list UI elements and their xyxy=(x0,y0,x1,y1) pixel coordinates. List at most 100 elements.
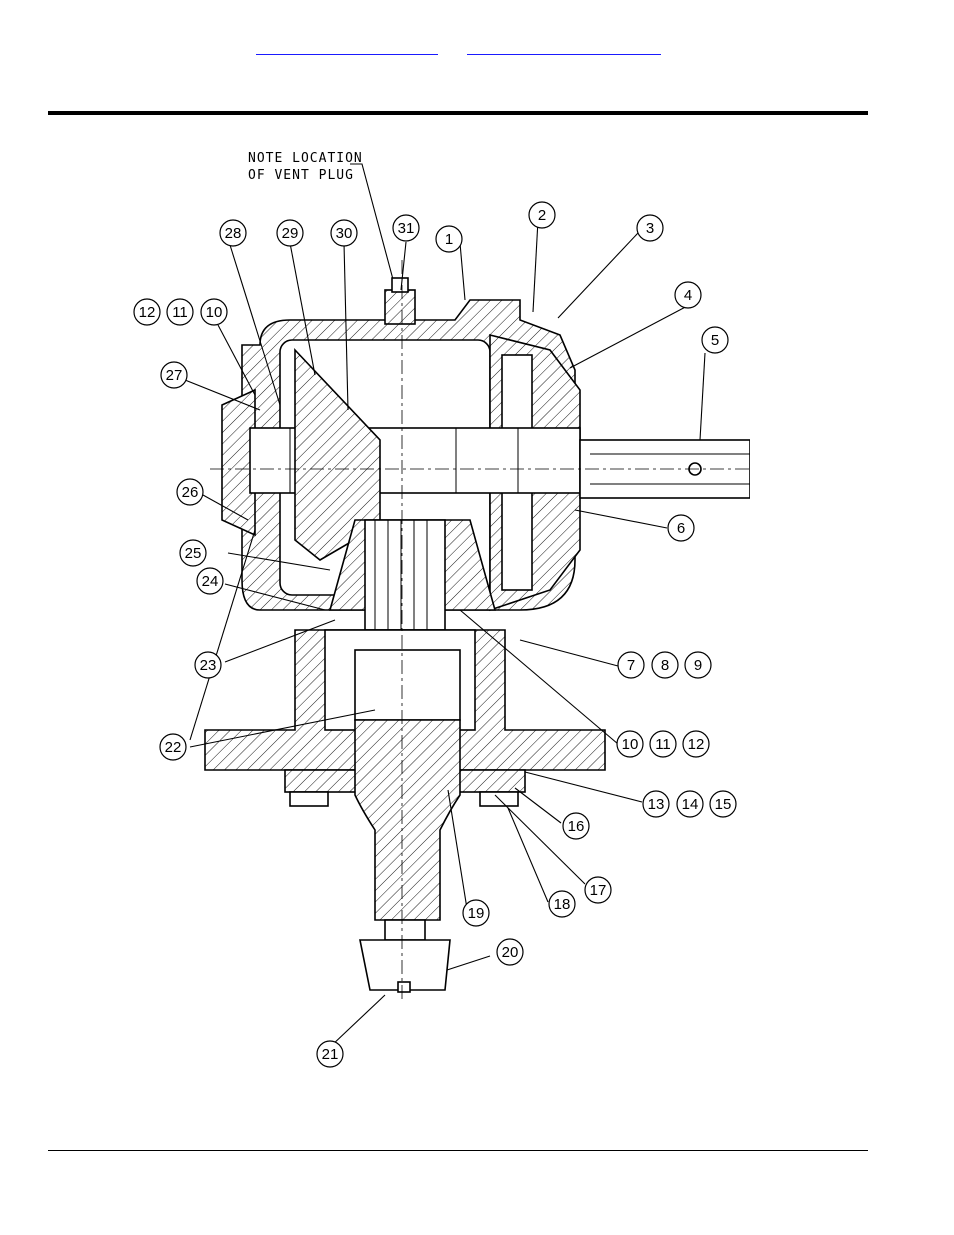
callout-circle xyxy=(667,514,695,542)
callout-3: 3 xyxy=(636,214,664,242)
callout-6: 6 xyxy=(667,514,695,542)
leader-lines xyxy=(179,219,706,1048)
callout-number: 21 xyxy=(322,1046,339,1063)
callout-number: 10 xyxy=(206,304,223,321)
callout-circle xyxy=(684,651,712,679)
callout-11: 11 xyxy=(649,730,677,758)
callout-4: 4 xyxy=(674,281,702,309)
callout-circle xyxy=(219,219,247,247)
gearbox-exploded-diagram: NOTE LOCATION OF VENT PLUG xyxy=(133,151,750,1068)
callout-27: 27 xyxy=(160,361,188,389)
callout-number: 30 xyxy=(336,225,353,242)
callout-10: 10 xyxy=(616,730,644,758)
note-line-2: OF VENT PLUG xyxy=(248,168,354,183)
callout-number: 8 xyxy=(661,657,669,674)
callout-2: 2 xyxy=(528,201,556,229)
callout-22: 22 xyxy=(159,733,187,761)
callout-number: 12 xyxy=(139,304,156,321)
vent-plug xyxy=(384,277,416,325)
header-rule xyxy=(48,111,868,115)
callout-circle xyxy=(674,281,702,309)
callout-circle xyxy=(701,326,729,354)
callout-circle xyxy=(330,219,358,247)
callout-circle xyxy=(462,899,490,927)
callout-circle xyxy=(642,790,670,818)
callout-circle xyxy=(616,730,644,758)
callout-circle xyxy=(435,225,463,253)
nav-link-1[interactable] xyxy=(256,40,438,55)
callout-circle xyxy=(316,1040,344,1068)
callout-15: 15 xyxy=(709,790,737,818)
callout-circle xyxy=(636,214,664,242)
callout-circle xyxy=(649,730,677,758)
callout-12: 12 xyxy=(133,298,161,326)
callout-9: 9 xyxy=(684,651,712,679)
callout-number: 4 xyxy=(684,287,692,304)
callout-26: 26 xyxy=(176,478,204,506)
callout-circle xyxy=(160,361,188,389)
callout-circle xyxy=(548,890,576,918)
note-line-1: NOTE LOCATION xyxy=(248,151,363,166)
callout-8: 8 xyxy=(651,651,679,679)
callout-number: 31 xyxy=(398,220,415,237)
callout-circle xyxy=(196,567,224,595)
callout-5: 5 xyxy=(701,326,729,354)
callout-30: 30 xyxy=(330,219,358,247)
bevel-gears xyxy=(294,347,497,631)
callout-13: 13 xyxy=(642,790,670,818)
callout-circle xyxy=(528,201,556,229)
callout-23: 23 xyxy=(194,651,222,679)
callout-1: 1 xyxy=(435,225,463,253)
callout-31: 31 xyxy=(392,214,420,242)
callout-circle xyxy=(194,651,222,679)
callout-circle xyxy=(676,790,704,818)
callout-14: 14 xyxy=(676,790,704,818)
callout-17: 17 xyxy=(584,876,612,904)
callout-21: 21 xyxy=(316,1040,344,1068)
callout-number: 18 xyxy=(554,896,571,913)
callout-25: 25 xyxy=(179,539,207,567)
callout-number: 27 xyxy=(166,367,183,384)
callout-number: 23 xyxy=(200,657,217,674)
callout-circle xyxy=(176,478,204,506)
callout-number: 11 xyxy=(172,304,188,321)
callout-number: 20 xyxy=(502,944,519,961)
callout-20: 20 xyxy=(496,938,524,966)
callout-circle xyxy=(179,539,207,567)
output-shaft xyxy=(354,649,461,993)
callout-10: 10 xyxy=(200,298,228,326)
callout-18: 18 xyxy=(548,890,576,918)
callout-circle xyxy=(496,938,524,966)
callout-number: 24 xyxy=(202,573,219,590)
callout-24: 24 xyxy=(196,567,224,595)
callout-number: 14 xyxy=(682,796,699,813)
callout-number: 3 xyxy=(646,220,654,237)
callout-number: 29 xyxy=(282,225,299,242)
callout-12: 12 xyxy=(682,730,710,758)
callout-circle xyxy=(584,876,612,904)
callout-number: 15 xyxy=(715,796,732,813)
callout-circle xyxy=(276,219,304,247)
note-leader xyxy=(350,163,399,299)
callout-number: 26 xyxy=(182,484,199,501)
callout-29: 29 xyxy=(276,219,304,247)
callout-number: 22 xyxy=(165,739,182,756)
callout-19: 19 xyxy=(462,899,490,927)
callout-number: 12 xyxy=(688,736,705,753)
callout-circle xyxy=(709,790,737,818)
callout-11: 11 xyxy=(166,298,194,326)
callout-number: 11 xyxy=(655,736,671,753)
callout-7: 7 xyxy=(617,651,645,679)
callout-circle xyxy=(200,298,228,326)
callout-number: 9 xyxy=(694,657,702,674)
callout-circle xyxy=(617,651,645,679)
callout-number: 28 xyxy=(225,225,242,242)
callout-circle xyxy=(392,214,420,242)
callout-16: 16 xyxy=(562,812,590,840)
nav-link-2[interactable] xyxy=(467,40,661,55)
callout-circle xyxy=(562,812,590,840)
callout-28: 28 xyxy=(219,219,247,247)
callout-number: 1 xyxy=(445,231,453,248)
callout-number: 2 xyxy=(538,207,546,224)
